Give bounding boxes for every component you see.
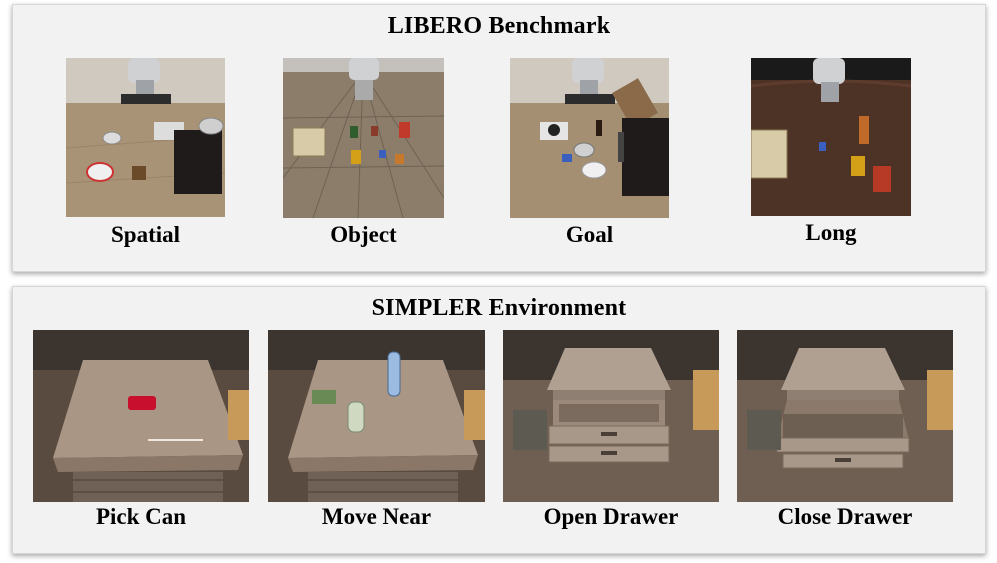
libero-spatial-label: Spatial [110, 222, 181, 247]
libero-object-image [283, 58, 444, 218]
simpler-move-near-image [268, 330, 485, 502]
simpler-pick-can-image [33, 330, 249, 502]
libero-goal-label: Goal [565, 222, 614, 247]
libero-long-label: Long [805, 220, 857, 245]
simpler-move-near-label: Move Near [321, 504, 432, 529]
simpler-pick-can-label: Pick Can [95, 504, 187, 529]
simpler-title: SIMPLER Environment [371, 295, 627, 321]
libero-goal-image [510, 58, 669, 218]
libero-title: LIBERO Benchmark [387, 13, 611, 39]
simpler-open-drawer-image [503, 330, 719, 502]
libero-spatial-image [66, 58, 225, 217]
libero-long-image [751, 58, 911, 216]
simpler-close-drawer-label: Close Drawer [777, 504, 913, 529]
libero-object-label: Object [330, 222, 397, 247]
simpler-close-drawer-image [737, 330, 953, 502]
simpler-open-drawer-label: Open Drawer [543, 504, 679, 529]
